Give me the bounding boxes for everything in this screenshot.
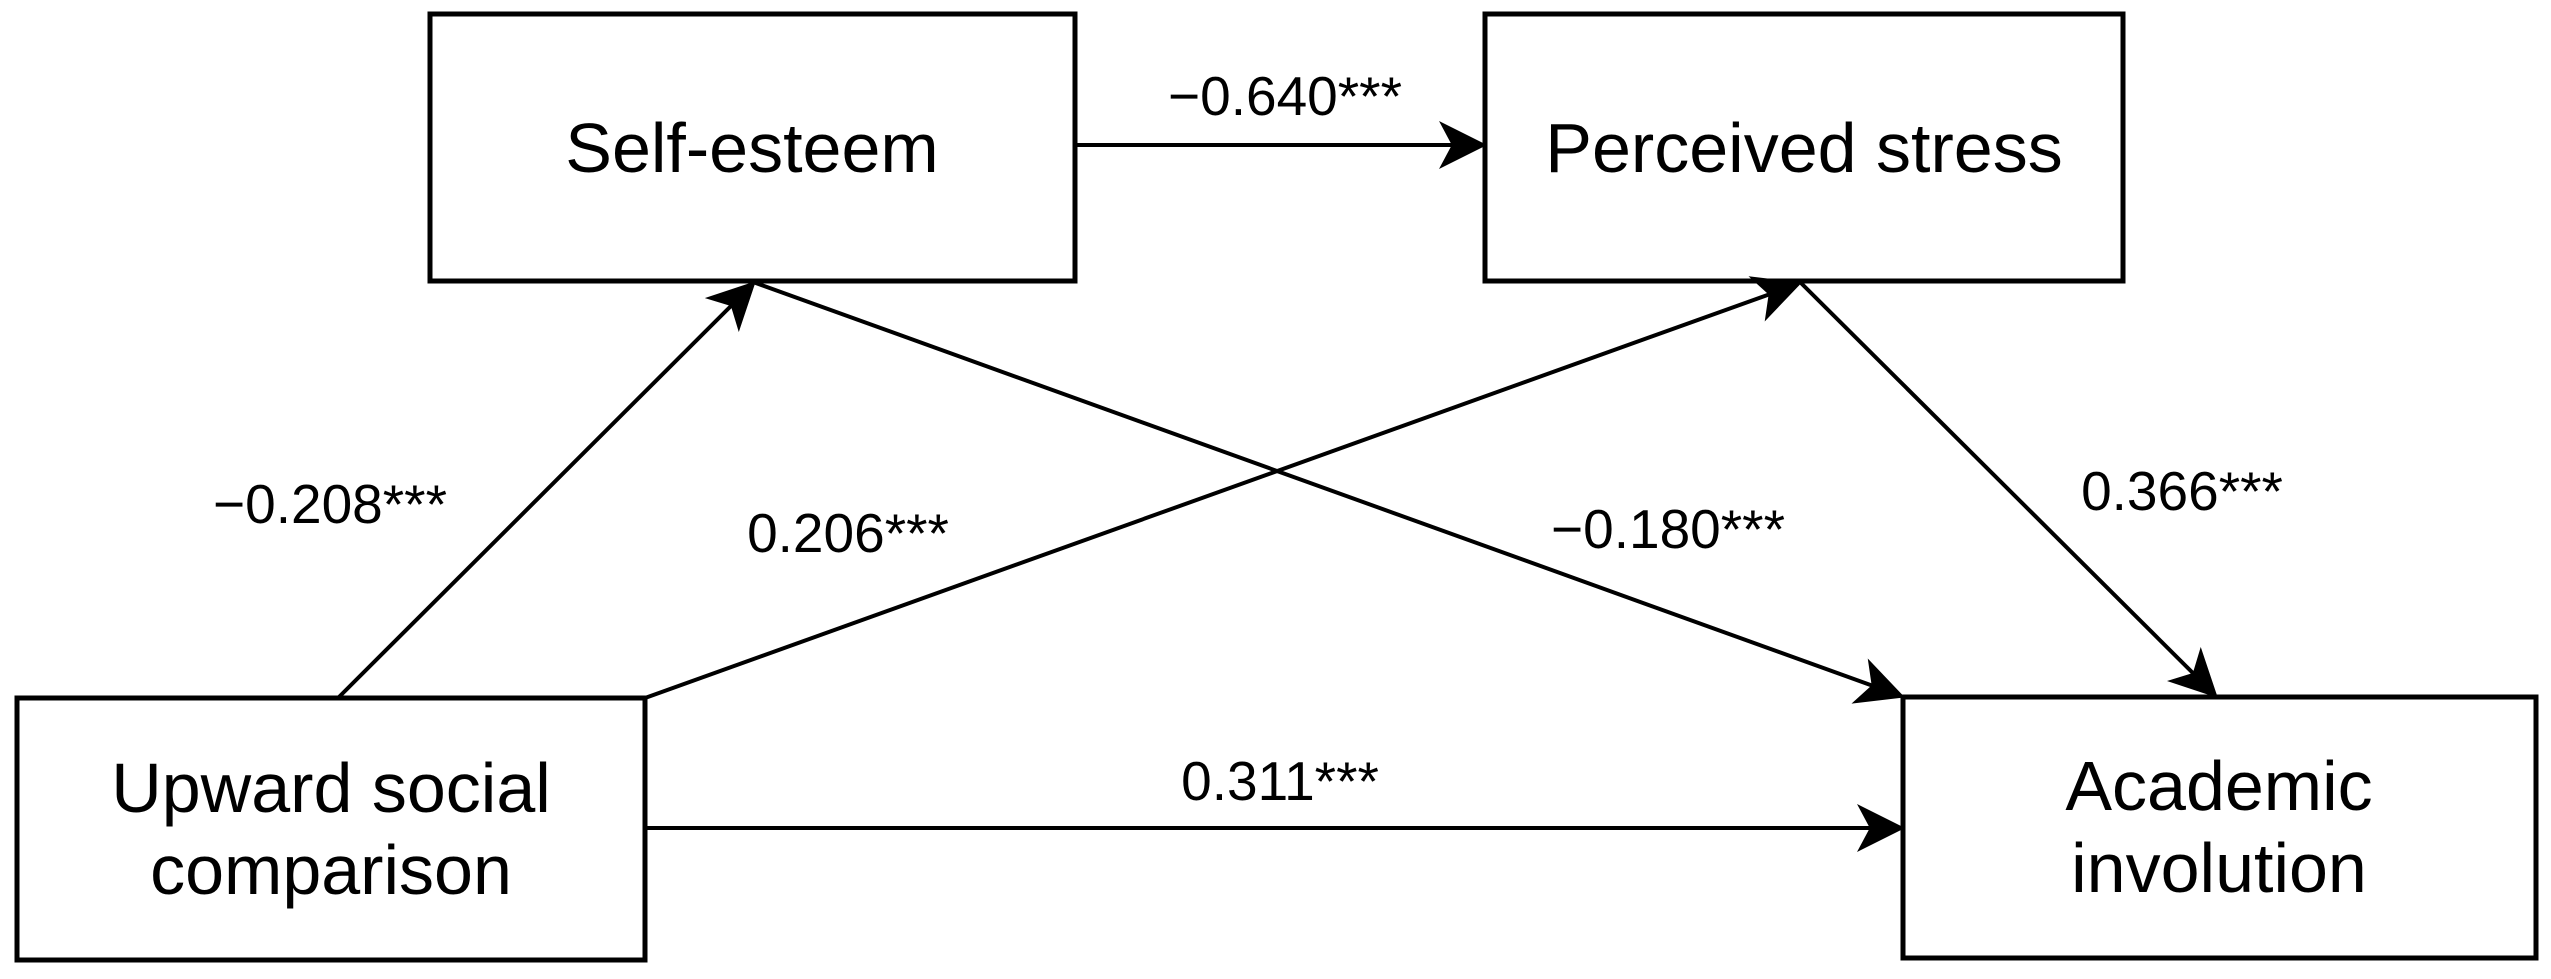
node-label-academic-involution-line2: involution	[2071, 829, 2367, 907]
edge-label-upward-social-comparison-to-academic-involution: 0.311***	[1181, 750, 1379, 812]
node-label-upward-social-comparison-line2: comparison	[150, 831, 512, 909]
arrow-perceived-stress-to-academic-involution	[1798, 280, 2218, 698]
node-label-self-esteem: Self-esteem	[565, 109, 938, 187]
edges: −0.640*** −0.208*** 0.206*** −0.180*** 0…	[213, 65, 2283, 852]
nodes: Self-esteem Perceived stress Upward soci…	[14, 11, 2539, 963]
edge-label-perceived-stress-to-academic-involution: 0.366***	[2081, 460, 2283, 522]
edge-label-upward-social-comparison-to-perceived-stress: 0.206***	[747, 502, 949, 564]
arrow-upward-social-comparison-to-self-esteem	[336, 281, 756, 700]
edge-label-upward-social-comparison-to-self-esteem: −0.208***	[213, 473, 447, 535]
edge-label-self-esteem-to-academic-involution: −0.180***	[1551, 498, 1785, 560]
arrow-upward-social-comparison-to-perceived-stress	[644, 276, 1802, 700]
node-box-self-esteem	[427, 11, 1078, 284]
node-box-academic-involution	[1900, 694, 2539, 961]
node-label-perceived-stress: Perceived stress	[1545, 109, 2062, 187]
edge-label-self-esteem-to-perceived-stress: −0.640***	[1168, 65, 1402, 127]
node-label-upward-social-comparison-line1: Upward social	[111, 749, 551, 827]
arrow-self-esteem-to-academic-involution	[752, 280, 1905, 704]
node-label-academic-involution-line1: Academic	[2065, 747, 2372, 825]
node-box-perceived-stress	[1482, 11, 2126, 284]
node-box-upward-social-comparison	[14, 695, 648, 963]
